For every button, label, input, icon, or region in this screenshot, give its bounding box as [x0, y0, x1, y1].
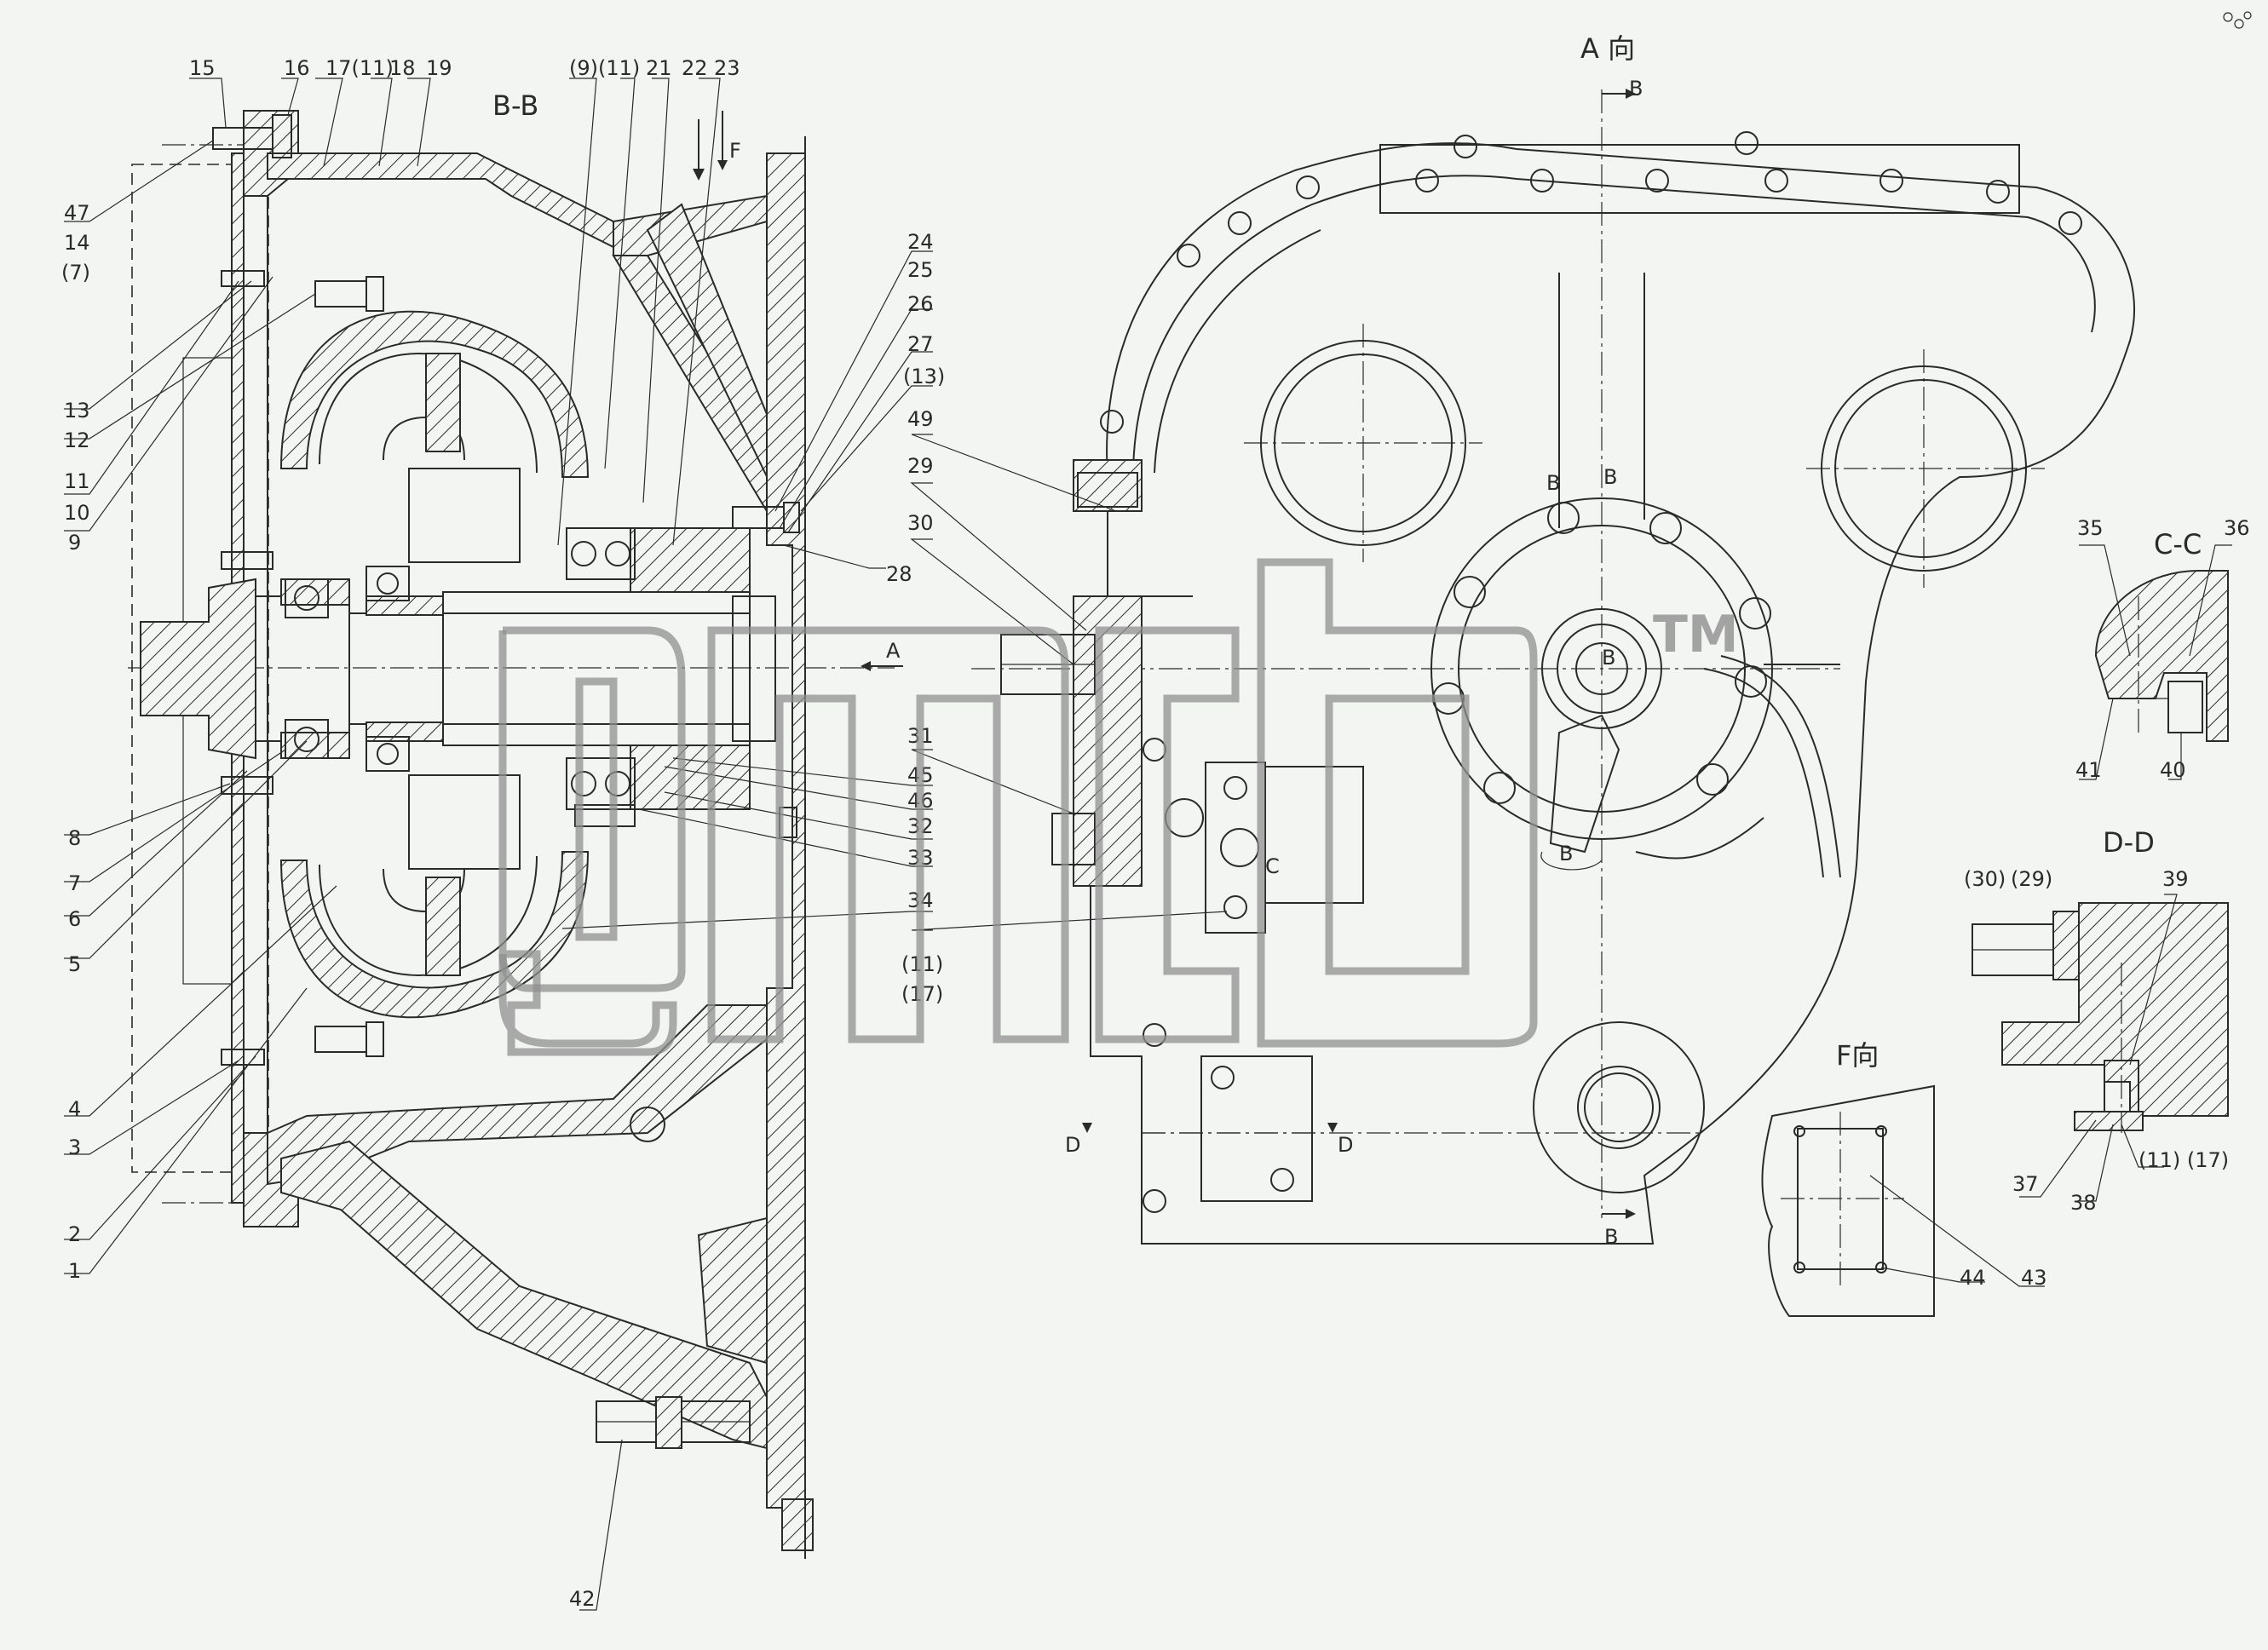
- callout: 21: [646, 56, 672, 80]
- title-a: A 向: [1580, 32, 1635, 65]
- callout: 41: [2075, 758, 2102, 782]
- title-cc: C-C: [2154, 528, 2202, 561]
- view-a: [971, 89, 2136, 1245]
- watermark-trademark: TM: [1653, 605, 1739, 664]
- callout: (29): [2011, 867, 2052, 891]
- callout: (13): [903, 365, 945, 388]
- callout: 19: [426, 56, 452, 80]
- section-markers: B B B B B B A F C D D: [729, 77, 1643, 1249]
- callout: 29: [907, 454, 934, 478]
- marker-b-center: B: [1602, 646, 1615, 670]
- callouts-left: 47 14 (7) 13 12 11 10 9 8 7 6 5 4 3 2 1: [61, 201, 90, 1283]
- callout: 28: [886, 562, 912, 586]
- callout: 5: [68, 952, 81, 976]
- callouts-top: 15 16 17(11) 18 19 (9)(11) 21 22 23: [189, 56, 740, 80]
- callout: 43: [2021, 1266, 2047, 1290]
- callout: 4: [68, 1097, 81, 1121]
- callout: 13: [64, 399, 90, 423]
- marker-f: F: [729, 139, 741, 163]
- callout: 27: [907, 332, 934, 356]
- watermark-letter-c: [1095, 626, 1240, 1043]
- marker-b-bottom: B: [1604, 1225, 1618, 1249]
- callout: 2: [68, 1222, 81, 1246]
- callout: 15: [189, 56, 216, 80]
- callout: 16: [284, 56, 310, 80]
- marker-b-right: B: [1603, 465, 1617, 489]
- callout: 49: [907, 407, 934, 431]
- callout: 40: [2160, 758, 2186, 782]
- callout: (9)(11): [569, 56, 640, 80]
- callout: 3: [68, 1135, 81, 1159]
- callout: 6: [68, 907, 81, 931]
- watermark-logo: TM: [498, 558, 1739, 1056]
- callout: 37: [2012, 1172, 2039, 1196]
- marker-d-left: D: [1065, 1133, 1080, 1157]
- callout: 17(11): [325, 56, 394, 80]
- callout: 12: [64, 428, 90, 452]
- callout: 8: [68, 826, 81, 850]
- callout: 7: [68, 871, 81, 895]
- callout: 1: [68, 1259, 81, 1283]
- callout: 14: [64, 231, 90, 255]
- callouts-middle: 24 25 26 27 (13) 49 29 30 28 31 45 46 32…: [886, 230, 945, 1006]
- callout: 23: [714, 56, 740, 80]
- callout: 9: [68, 531, 81, 555]
- callouts-cc: 35 36 41 40: [2075, 516, 2250, 782]
- callout: 44: [1960, 1266, 1986, 1290]
- marker-c: C: [1265, 854, 1280, 878]
- callouts-dd: (30) (29) 39 37 38 (11) (17): [1964, 867, 2229, 1215]
- watermark-letter-m: [707, 626, 1069, 1043]
- callout: (11) (17): [2138, 1148, 2229, 1172]
- watermark-letter-g: [498, 630, 677, 1056]
- view-f: [1761, 1084, 1935, 1317]
- callout: 39: [2162, 867, 2189, 891]
- callout: 36: [2224, 516, 2250, 540]
- watermark-letter-b: [1257, 558, 1538, 1048]
- callout: 22: [682, 56, 708, 80]
- title-dd: D-D: [2103, 826, 2155, 859]
- view-dd: [1972, 902, 2229, 1133]
- callout: (7): [61, 261, 90, 285]
- view-titles: B-B A 向 C-C D-D F向: [492, 32, 2202, 1072]
- marker-d-right: D: [1338, 1133, 1353, 1157]
- callout: 30: [907, 511, 934, 535]
- callout: 18: [389, 56, 416, 80]
- bolt-holes: [1100, 131, 2082, 434]
- callouts-f: 44 43: [1960, 1266, 2047, 1290]
- callout: 25: [907, 258, 934, 282]
- view-cc: [2094, 570, 2229, 742]
- callout: (30): [1964, 867, 2006, 891]
- callouts-bottom: 42: [569, 1587, 596, 1611]
- callout: 47: [64, 201, 90, 225]
- marker-b-left: B: [1546, 471, 1560, 495]
- callout: 10: [64, 501, 90, 525]
- callout: 35: [2077, 516, 2104, 540]
- callout: 11: [64, 469, 90, 493]
- leader-lines: [64, 78, 2232, 1611]
- callout: 24: [907, 230, 934, 254]
- marker-a: A: [886, 639, 901, 663]
- callout: 42: [569, 1587, 596, 1611]
- marker-b-top: B: [1629, 77, 1643, 101]
- title-f: F向: [1836, 1039, 1879, 1072]
- title-bb: B-B: [492, 89, 538, 122]
- drawing-corner-mark-icon: [2223, 11, 2252, 29]
- callout: 26: [907, 292, 934, 316]
- callout: 38: [2070, 1191, 2097, 1215]
- marker-b-lower: B: [1559, 842, 1573, 865]
